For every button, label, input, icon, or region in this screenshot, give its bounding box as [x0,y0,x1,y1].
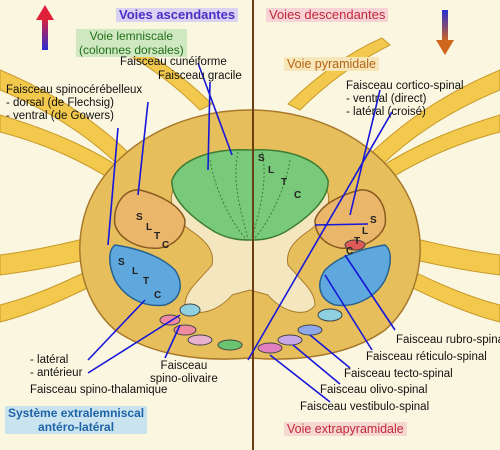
segment-dorsal-c: C [294,190,302,201]
extralemniscal-system-label: Système extralemniscal antéro-latéral [5,406,148,434]
label-cortico-spinal: Faisceau cortico-spinal - ventral (direc… [346,80,464,118]
spinothalamic-tract-right [319,244,391,307]
pyramidal-pathway-label: Voie pyramidale [284,57,379,71]
segment-spinothalamic-l: L [132,266,139,277]
segment-pyramidal-s: S [370,215,377,226]
spinocerebellar-tract-left [113,189,186,249]
descending-pathways-header: Voies descendantes [266,8,389,22]
segment-spinocerebellar-l: L [146,222,153,233]
label-olivo-spinal: Faisceau olivo-spinal [320,384,428,396]
segment-spinothalamic-s: S [118,257,125,268]
segment-spinocerebellar-s: S [136,212,143,223]
segment-pyramidal-l: L [362,226,369,237]
segment-pyramidal-c: C [346,246,354,257]
label-spino-olivaire: Faisceau spino-olivaire [150,360,218,385]
segment-dorsal-l: L [268,165,275,176]
label-faisceau-gracile: Faisceau gracile [158,70,242,82]
pointer-lines [87,62,396,403]
lemniscal-pathway-label: Voie lemniscale (colonnes dorsales) [76,29,187,57]
spinothalamic-tract-left [109,244,181,307]
dorsal-column-dotted-lines [209,151,291,239]
spinocerebellar-tract-right [314,189,387,249]
segment-dorsal-t: T [281,177,288,188]
extrapyramidal-pathway-label: Voie extrapyramidale [284,422,407,436]
label-reticulo-spinal: Faisceau réticulo-spinal [366,351,487,363]
segment-dorsal-s: S [258,153,265,164]
label-spinothalamique-parts: - latéral - antérieur [30,354,83,379]
dorsal-columns [171,149,329,241]
label-spinocerebelleux: Faisceau spinocérébelleux - dorsal (de F… [6,84,143,122]
segment-spinothalamic-c: C [154,290,162,301]
label-faisceau-cuneiforme: Faisceau cunéiforme [120,56,227,68]
segment-pyramidal-t: T [354,236,361,247]
segment-spinothalamic-t: T [143,276,150,287]
ascending-pathways-header: Voies ascendantes [116,8,239,22]
label-vestibulo-spinal: Faisceau vestibulo-spinal [300,401,430,413]
ascending-arrow [36,5,54,50]
minor-tracts [159,239,366,354]
label-rubro-spinal: Faisceau rubro-spinal [396,334,500,346]
label-tecto-spinal: Faisceau tecto-spinal [344,368,453,380]
label-spino-thalamique: Faisceau spino-thalamique [30,384,168,396]
segment-spinocerebellar-c: C [162,240,170,251]
segment-spinocerebellar-t: T [154,231,161,242]
descending-arrow [436,10,454,55]
